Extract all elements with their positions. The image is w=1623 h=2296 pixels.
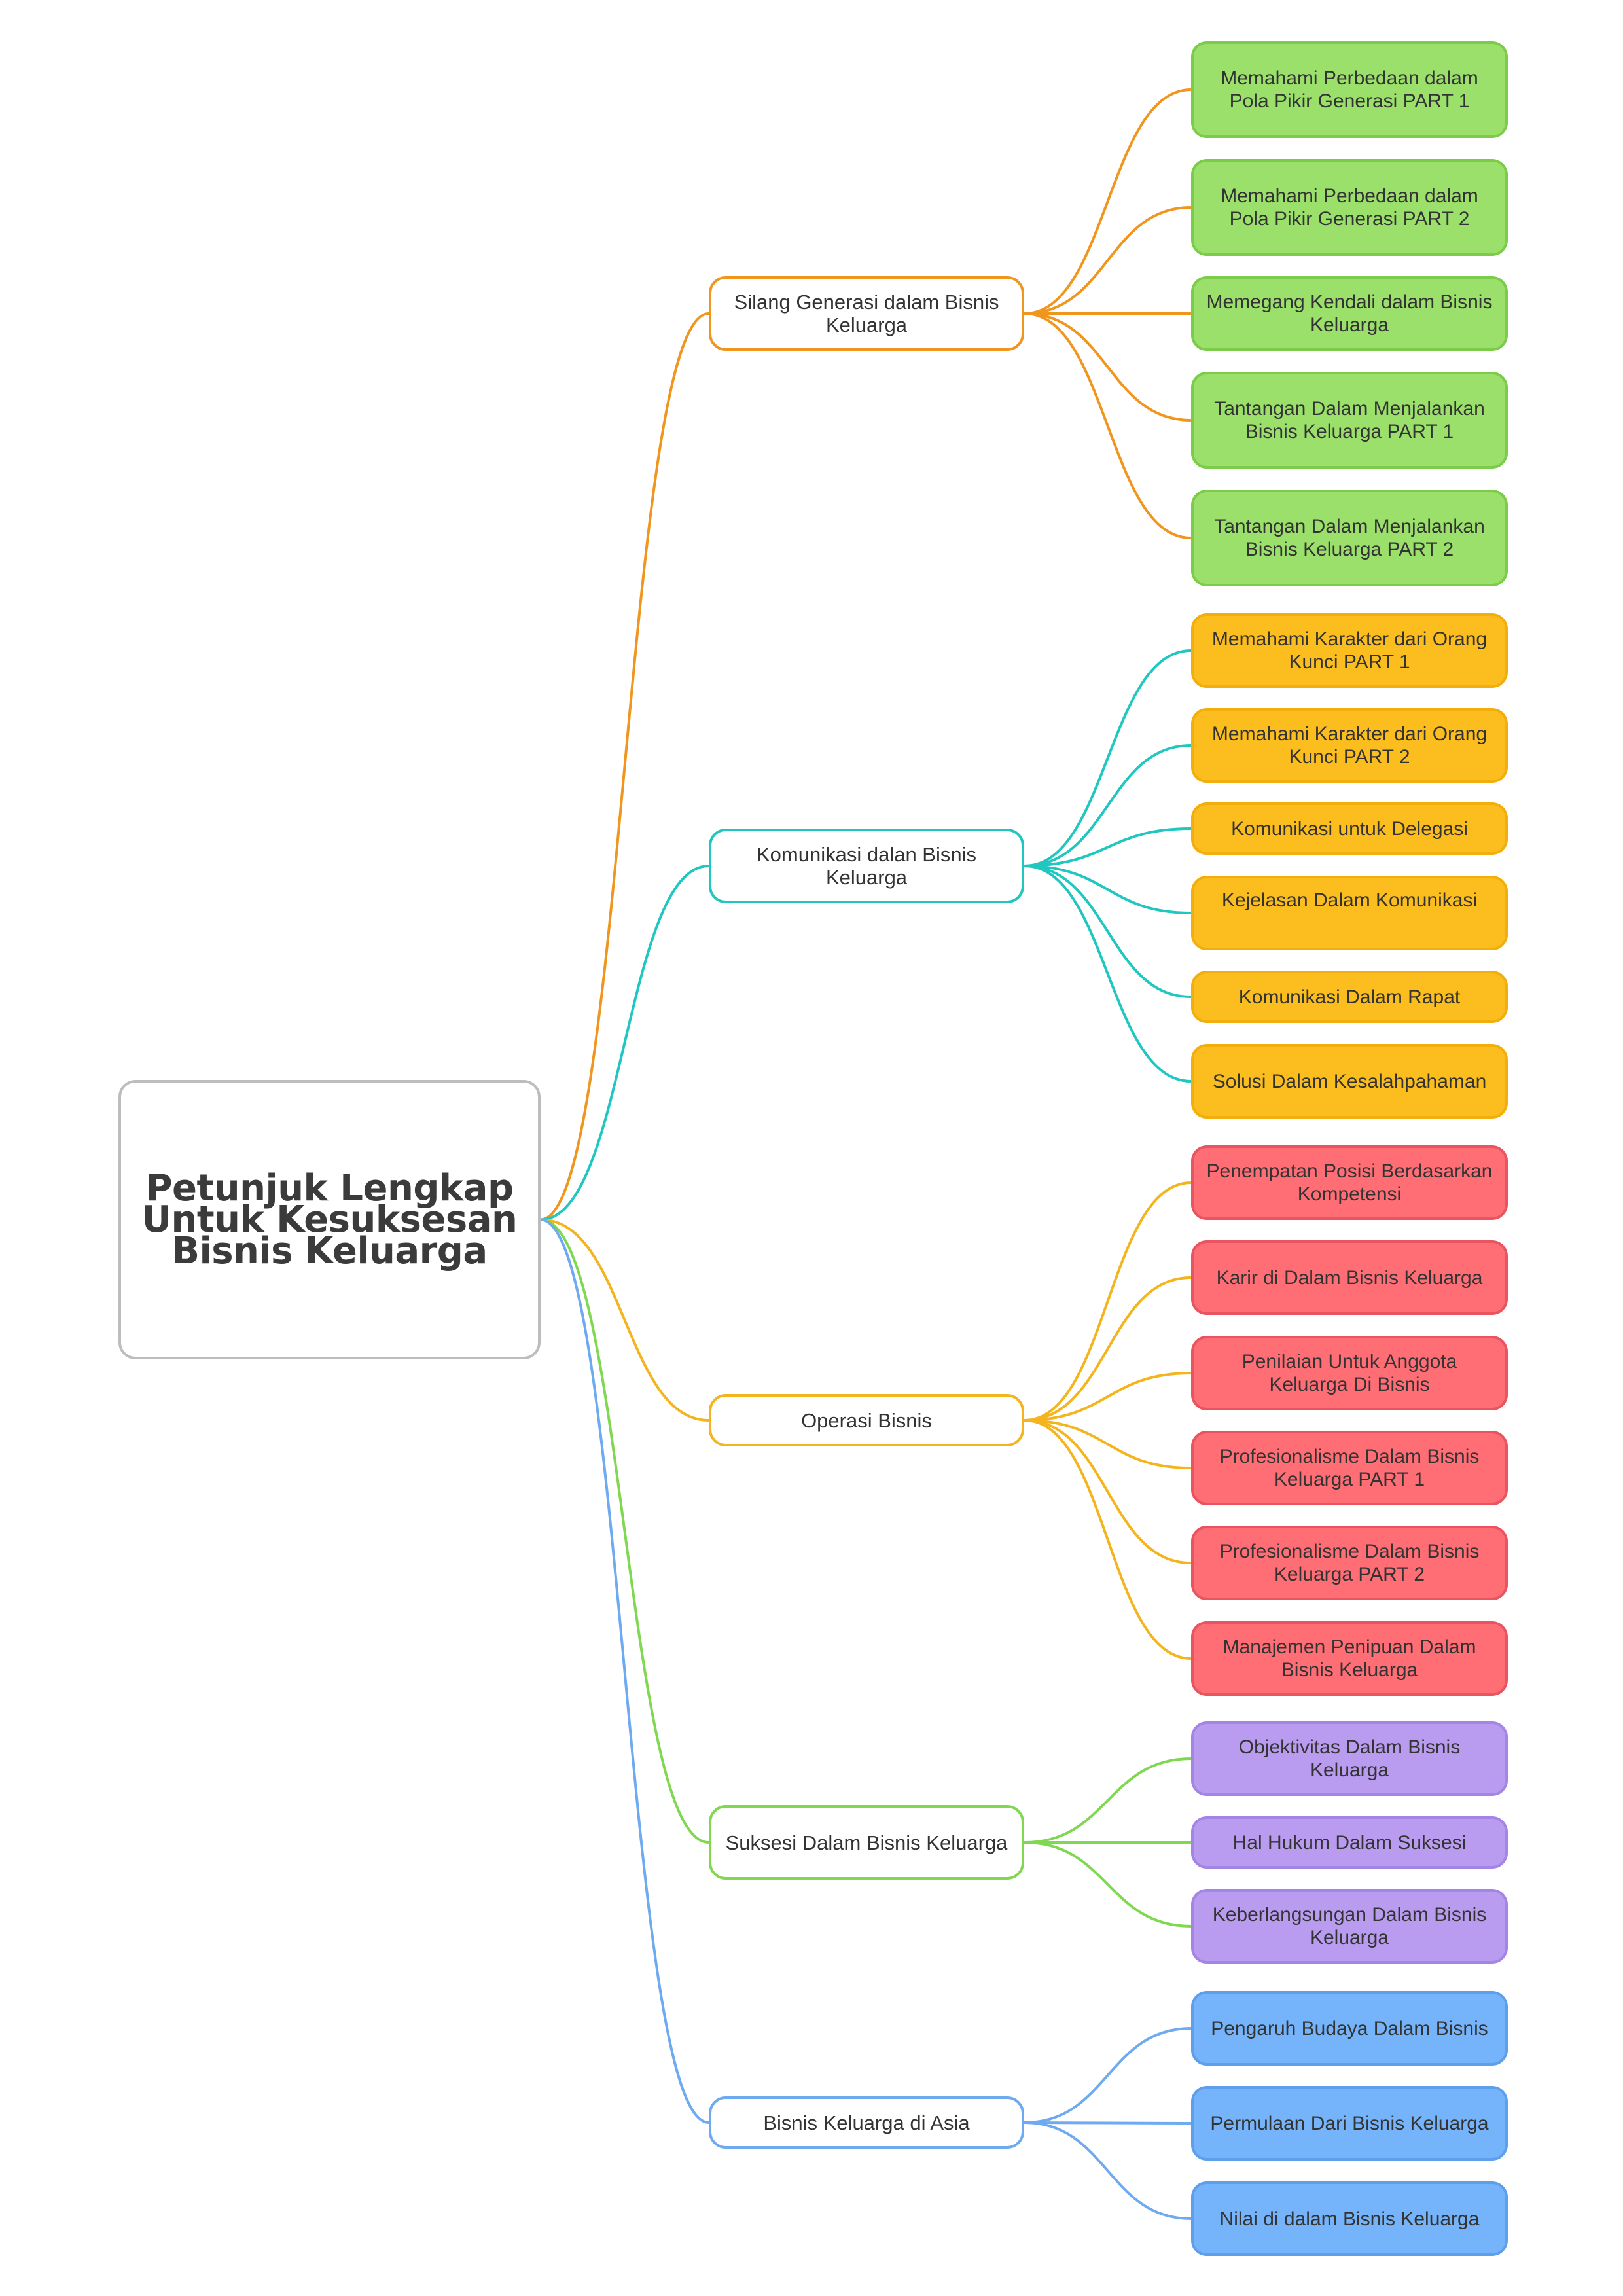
branch-leaf-connector [1024,1181,1192,1422]
branch-leaf-connector [1024,1757,1192,1844]
branch-leaf-connector [1024,1419,1192,1660]
branch-label: Bisnis Keluarga di Asia [763,2111,970,2134]
leaf-node[interactable]: Manajemen Penipuan Dalam Bisnis Keluarga [1191,1621,1508,1696]
root-branch-connector [540,1218,709,2124]
root-branch-connector [540,1218,709,1844]
branch-leaf-connector [1024,865,1192,914]
leaf-node[interactable]: Keberlangsungan Dalam Bisnis Keluarga [1191,1889,1508,1964]
leaf-node[interactable]: Komunikasi Dalam Rapat [1191,971,1508,1023]
root-topic[interactable]: Petunjuk Lengkap Untuk Kesuksesan Bisnis… [118,1080,541,1359]
leaf-node[interactable]: Profesionalisme Dalam Bisnis Keluarga PA… [1191,1526,1508,1600]
leaf-node[interactable]: Kejelasan Dalam Komunikasi [1191,876,1508,950]
root-branch-connector [540,1218,709,1422]
branch-leaf-connector [1024,2027,1192,2124]
leaf-label: Profesionalisme Dalam Bisnis Keluarga PA… [1219,1541,1480,1585]
leaf-label: Nilai di dalam Bisnis Keluarga [1219,2208,1480,2230]
branch-leaf-connector [1024,649,1192,867]
root-branch-connector [540,312,709,1221]
leaf-label: Keberlangsungan Dalam Bisnis Keluarga [1212,1904,1487,1948]
leaf-label: Memegang Kendali dalam Bisnis Keluarga [1206,291,1493,336]
leaf-node[interactable]: Nilai di dalam Bisnis Keluarga [1191,2181,1508,2256]
branch-bisnis-asia[interactable]: Bisnis Keluarga di Asia [709,2096,1024,2149]
leaf-label: Karir di Dalam Bisnis Keluarga [1216,1266,1483,1289]
branch-komunikasi[interactable]: Komunikasi dalan Bisnis Keluarga [709,829,1024,903]
leaf-node[interactable]: Hal Hukum Dalam Suksesi [1191,1816,1508,1869]
leaf-node[interactable]: Tantangan Dalam Menjalankan Bisnis Kelua… [1191,372,1508,469]
leaf-node[interactable]: Pengaruh Budaya Dalam Bisnis [1191,1991,1508,2066]
leaf-label: Komunikasi untuk Delegasi [1231,817,1468,840]
leaf-node[interactable]: Penilaian Untuk Anggota Keluarga Di Bisn… [1191,1336,1508,1410]
leaf-node[interactable]: Tantangan Dalam Menjalankan Bisnis Kelua… [1191,490,1508,586]
leaf-node[interactable]: Komunikasi untuk Delegasi [1191,802,1508,855]
leaf-node[interactable]: Solusi Dalam Kesalahpahaman [1191,1044,1508,1119]
leaf-label: Penilaian Untuk Anggota Keluarga Di Bisn… [1241,1351,1457,1395]
leaf-node[interactable]: Penempatan Posisi Berdasarkan Kompetensi [1191,1145,1508,1220]
leaf-node[interactable]: Memahami Karakter dari Orang Kunci PART … [1191,613,1508,688]
branch-leaf-connector [1024,1276,1192,1422]
branch-leaf-connector [1024,206,1192,315]
leaf-node[interactable]: Memahami Perbedaan dalam Pola Pikir Gene… [1191,159,1508,256]
branch-suksesi[interactable]: Suksesi Dalam Bisnis Keluarga [709,1805,1024,1880]
leaf-node[interactable]: Permulaan Dari Bisnis Keluarga [1191,2086,1508,2161]
branch-operasi-bisnis[interactable]: Operasi Bisnis [709,1394,1024,1446]
leaf-label: Objektivitas Dalam Bisnis Keluarga [1238,1736,1461,1781]
leaf-label: Memahami Perbedaan dalam Pola Pikir Gene… [1221,67,1478,112]
leaf-label: Memahami Karakter dari Orang Kunci PART … [1211,628,1488,673]
leaf-label: Manajemen Penipuan Dalam Bisnis Keluarga [1222,1636,1476,1681]
branch-leaf-connector [1024,1841,1192,1928]
branch-leaf-connector [1024,865,1192,998]
branch-leaf-connector [1024,2121,1192,2220]
root-title: Petunjuk Lengkap Untuk Kesuksesan Bisnis… [141,1166,518,1272]
leaf-label: Tantangan Dalam Menjalankan Bisnis Kelua… [1214,516,1485,560]
branch-leaf-connector [1024,1419,1192,1469]
leaf-node[interactable]: Objektivitas Dalam Bisnis Keluarga [1191,1721,1508,1796]
branch-leaf-connector [1024,827,1192,867]
leaf-label: Profesionalisme Dalam Bisnis Keluarga PA… [1219,1446,1480,1490]
branch-leaf-connector [1024,865,1192,1083]
leaf-label: Kejelasan Dalam Komunikasi [1221,889,1478,911]
branch-leaf-connector [1024,88,1192,315]
leaf-node[interactable]: Karir di Dalam Bisnis Keluarga [1191,1240,1508,1315]
leaf-node[interactable]: Memahami Perbedaan dalam Pola Pikir Gene… [1191,41,1508,138]
branch-label: Operasi Bisnis [801,1408,932,1432]
branch-leaf-connector [1024,1419,1192,1564]
branch-silang-generasi[interactable]: Silang Generasi dalam Bisnis Keluarga [709,276,1024,351]
leaf-label: Permulaan Dari Bisnis Keluarga [1210,2112,1489,2134]
leaf-label: Komunikasi Dalam Rapat [1238,986,1461,1008]
leaf-label: Pengaruh Budaya Dalam Bisnis [1211,2017,1488,2039]
leaf-label: Memahami Karakter dari Orang Kunci PART … [1211,723,1488,768]
branch-label: Komunikasi dalan Bisnis Keluarga [756,843,976,889]
branch-leaf-connector [1024,1372,1192,1422]
leaf-node[interactable]: Memegang Kendali dalam Bisnis Keluarga [1191,276,1508,351]
branch-label: Silang Generasi dalam Bisnis Keluarga [734,291,999,336]
leaf-label: Tantangan Dalam Menjalankan Bisnis Kelua… [1214,398,1485,442]
leaf-label: Hal Hukum Dalam Suksesi [1232,1831,1467,1854]
branch-leaf-connector [1024,312,1192,539]
leaf-node[interactable]: Memahami Karakter dari Orang Kunci PART … [1191,708,1508,783]
branch-leaf-connector [1024,312,1192,422]
leaf-node[interactable]: Profesionalisme Dalam Bisnis Keluarga PA… [1191,1431,1508,1505]
branch-leaf-connector [1024,744,1192,867]
root-branch-connector [540,865,709,1221]
leaf-label: Solusi Dalam Kesalahpahaman [1212,1070,1487,1092]
leaf-label: Memahami Perbedaan dalam Pola Pikir Gene… [1221,185,1478,230]
branch-label: Suksesi Dalam Bisnis Keluarga [725,1831,1008,1854]
leaf-label: Penempatan Posisi Berdasarkan Kompetensi [1206,1160,1493,1205]
